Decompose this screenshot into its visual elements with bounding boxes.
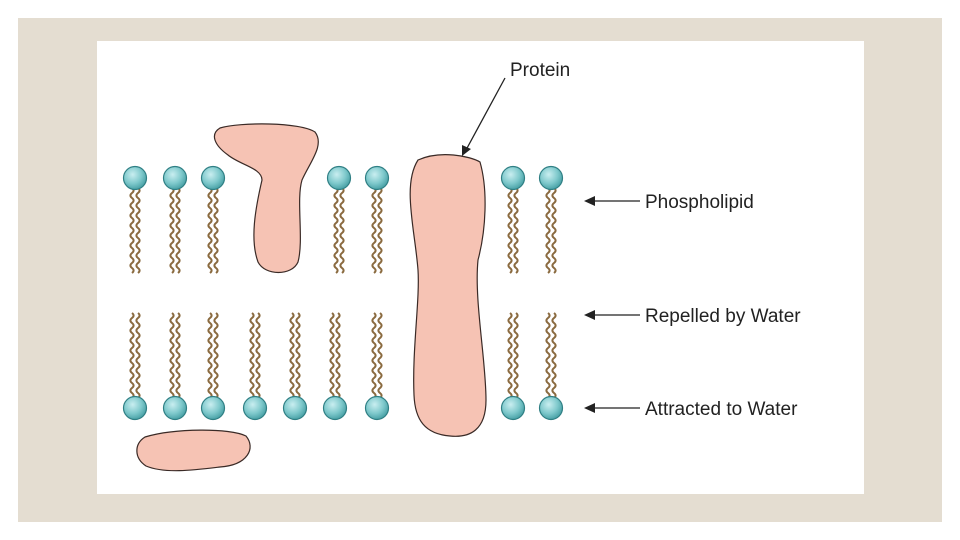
phospholipid-head-top-6 <box>538 165 564 191</box>
fatty-acid-tail <box>551 187 557 274</box>
phospholipid-bilayer <box>122 165 564 421</box>
phospholipid-head-bottom-0 <box>122 395 148 421</box>
protein-peripheral-bottom <box>136 429 251 472</box>
phospholipid-head-top-2 <box>200 165 226 191</box>
fatty-acid-tail <box>175 312 181 399</box>
phospholipid-head-bottom-8 <box>538 395 564 421</box>
phospholipid-head-top-1 <box>162 165 188 191</box>
fatty-acid-tail <box>135 312 141 399</box>
phospholipid-head-bottom-7 <box>500 395 526 421</box>
fatty-acid-tail <box>551 312 557 399</box>
protein-transmembrane <box>409 154 487 437</box>
fatty-acid-tail <box>335 312 341 399</box>
phospholipid-arrowhead <box>584 196 595 206</box>
fatty-acid-tail <box>339 187 345 274</box>
phospholipid-head-top-5 <box>500 165 526 191</box>
phospholipid-head-bottom-6 <box>364 395 390 421</box>
fatty-acid-tail <box>371 312 377 399</box>
label-repelled-by-water: Repelled by Water <box>645 306 801 327</box>
protein-pointer-arrowhead <box>462 145 471 156</box>
fatty-acid-tail <box>513 187 519 274</box>
fatty-acid-tail <box>169 187 175 274</box>
fatty-acid-tail <box>507 187 513 274</box>
protein-peripheral-top <box>213 123 319 274</box>
fatty-acid-tail <box>213 187 219 274</box>
fatty-acid-tail <box>513 312 519 399</box>
fatty-acid-tail <box>289 312 295 399</box>
fatty-acid-tail <box>135 187 141 274</box>
phospholipid-head-bottom-4 <box>282 395 308 421</box>
phospholipid-head-bottom-2 <box>200 395 226 421</box>
fatty-acid-tail <box>169 312 175 399</box>
fatty-acid-tail <box>507 312 513 399</box>
fatty-acid-tail <box>255 312 261 399</box>
phospholipid-head-top-4 <box>364 165 390 191</box>
repelled-arrowhead <box>584 310 595 320</box>
fatty-acid-tail <box>371 187 377 274</box>
fatty-acid-tail <box>249 312 255 399</box>
fatty-acid-tail <box>175 187 181 274</box>
label-attracted-to-water: Attracted to Water <box>645 399 798 420</box>
fatty-acid-tail <box>213 312 219 399</box>
phospholipid-head-bottom-3 <box>242 395 268 421</box>
fatty-acid-tail <box>545 312 551 399</box>
fatty-acid-tail <box>333 187 339 274</box>
attracted-arrowhead <box>584 403 595 413</box>
fatty-acid-tail <box>377 312 383 399</box>
phospholipid-head-top-0 <box>122 165 148 191</box>
protein-pointer-line <box>465 77 506 151</box>
fatty-acid-tail <box>377 187 383 274</box>
fatty-acid-tail <box>207 312 213 399</box>
label-phospholipid: Phospholipid <box>645 192 754 213</box>
fatty-acid-tail <box>295 312 301 399</box>
fatty-acid-tail <box>129 312 135 399</box>
label-protein: Protein <box>510 60 570 81</box>
fatty-acid-tail <box>329 312 335 399</box>
fatty-acid-tail <box>545 187 551 274</box>
phospholipid-head-bottom-5 <box>322 395 348 421</box>
fatty-acid-tail <box>207 187 213 274</box>
phospholipid-head-top-3 <box>326 165 352 191</box>
phospholipid-head-bottom-1 <box>162 395 188 421</box>
fatty-acid-tail <box>129 187 135 274</box>
